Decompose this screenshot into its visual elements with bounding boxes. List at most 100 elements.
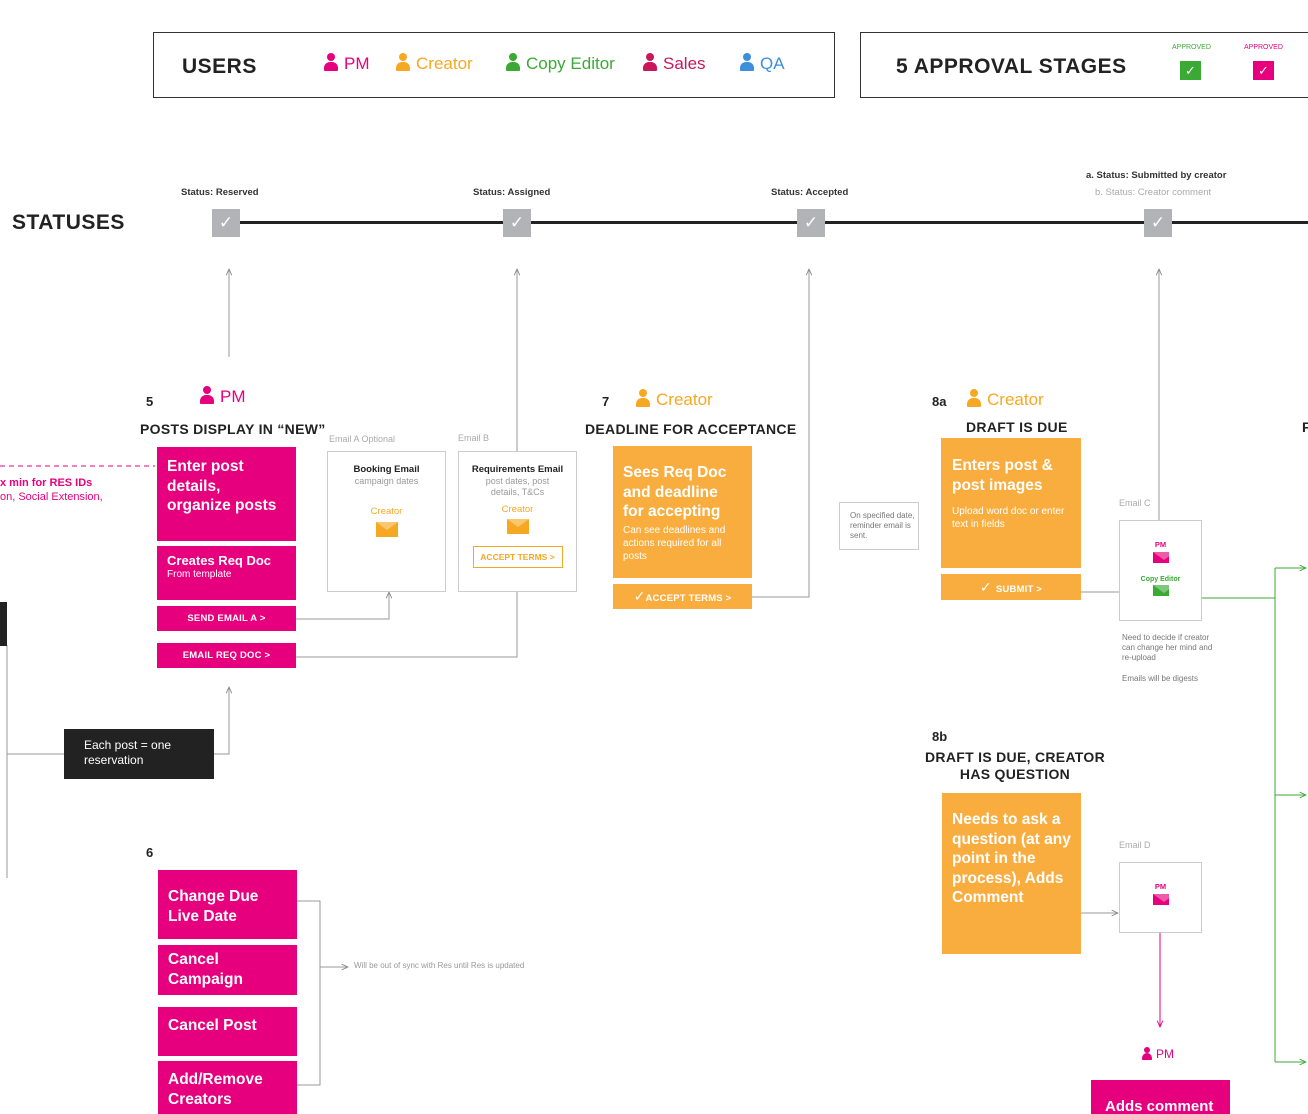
status-timeline	[226, 221, 1308, 224]
accept-terms-link-button[interactable]: ACCEPT TERMS >	[472, 546, 563, 568]
enters-post-title: Enters post & post images	[952, 457, 1053, 494]
envelope-icon	[1152, 552, 1175, 563]
users-panel: USERS PM Creator Copy Editor Sales QA	[153, 32, 835, 98]
role-pm: PM	[200, 386, 246, 407]
step-number: 7	[602, 394, 610, 409]
status-label-submitted: a. Status: Submitted by creator	[1086, 170, 1227, 181]
arrow-to-assigned	[296, 269, 517, 658]
cancel-campaign-box: Cancel Campaign	[158, 945, 297, 995]
accept-terms-button[interactable]: ✓ACCEPT TERMS >	[613, 584, 752, 609]
stage-caption: APPROVED	[1244, 44, 1283, 51]
envelope-icon	[375, 522, 398, 537]
cancel-post-box: Cancel Post	[158, 1007, 297, 1056]
person-icon	[506, 53, 520, 71]
sees-req-doc-sub: Can see deadlines and actions required f…	[623, 524, 726, 562]
section-title: POSTS DISPLAY IN “NEW”	[140, 421, 326, 437]
status-check-icon: ✓	[212, 209, 240, 237]
statuses-title: STATUSES	[12, 211, 125, 234]
needs-to-ask-box: Needs to ask a question (at any point in…	[942, 793, 1081, 954]
step6-note: Will be out of sync with Res until Res i…	[354, 961, 525, 970]
email-d-recipient-pm: PM	[1154, 882, 1167, 891]
email-c-recipient-pm: PM	[1154, 540, 1167, 549]
sees-req-doc-title: Sees Req Doc and deadline for accepting	[623, 464, 727, 520]
user-creator: Creator	[396, 53, 473, 74]
stage-approved-check-icon: ✓	[1180, 61, 1201, 80]
email-b-sub: post dates, post details, T&Cs	[485, 476, 550, 497]
envelope-icon	[506, 519, 529, 534]
stage-caption: APPROVED	[1172, 44, 1211, 51]
email-b-caption: Email B	[458, 433, 490, 443]
reservation-note: Each post = one reservation	[64, 729, 214, 779]
creates-req-doc-sub: From template	[167, 569, 232, 580]
user-pm: PM	[324, 53, 370, 74]
user-sales: Sales	[643, 53, 706, 74]
add-remove-creators-box: Add/Remove Creators	[158, 1061, 297, 1114]
person-icon	[1142, 1047, 1152, 1060]
stage-approved-check-icon: ✓	[1253, 61, 1274, 80]
reminder-note: On specified date, reminder email is sen…	[839, 502, 919, 550]
email-c-recipient-copy-editor: Copy Editor	[1140, 576, 1181, 583]
right-edge-letter: F	[1302, 419, 1308, 435]
user-qa: QA	[740, 53, 785, 74]
person-icon	[324, 53, 338, 71]
arrow-to-email-a	[296, 592, 389, 620]
step-number: 8b	[932, 729, 948, 744]
email-c-card: PM Copy Editor	[1119, 520, 1202, 621]
status-check-icon: ✓	[1144, 209, 1172, 237]
status-check-icon: ✓	[797, 209, 825, 237]
check-icon: ✓	[979, 579, 992, 595]
person-icon	[740, 53, 754, 71]
step6-bracket	[297, 900, 321, 1086]
send-email-a-button[interactable]: SEND EMAIL A >	[157, 606, 296, 631]
email-c-note-1: Need to decide if creator can change her…	[1122, 633, 1213, 662]
enters-post-box: Enters post & post images Upload word do…	[941, 438, 1081, 568]
status-label-reserved: Status: Reserved	[181, 187, 259, 198]
status-check-icon: ✓	[503, 209, 531, 237]
role-pm: PM	[1142, 1047, 1174, 1061]
creates-req-doc-title: Creates Req Doc	[167, 553, 272, 568]
section-title: DRAFT IS DUE	[966, 419, 1068, 435]
role-creator: Creator	[636, 389, 713, 410]
check-icon: ✓	[633, 588, 646, 604]
envelope-icon	[1152, 585, 1175, 596]
email-d-caption: Email D	[1119, 840, 1151, 850]
arrow-reservation-to-step5	[213, 687, 229, 755]
approval-stages-label: 5 APPROVAL STAGES	[896, 55, 1127, 78]
envelope-icon	[1152, 894, 1175, 905]
status-label-creator-comment: b. Status: Creator comment	[1095, 187, 1212, 198]
step-number: 8a	[932, 394, 947, 409]
person-icon	[636, 389, 650, 407]
status-label-accepted: Status: Accepted	[771, 187, 849, 198]
email-d-card: PM	[1119, 862, 1202, 933]
person-icon	[967, 389, 981, 407]
step-number: 6	[146, 845, 154, 860]
email-b-title: Requirements Email	[471, 464, 564, 475]
left-dark-box	[0, 602, 7, 646]
person-icon	[643, 53, 657, 71]
email-c-caption: Email C	[1119, 498, 1151, 508]
arrow-to-accepted	[751, 269, 809, 598]
person-icon	[200, 386, 214, 404]
email-a-caption: Email A Optional	[329, 434, 396, 444]
users-label: USERS	[182, 55, 257, 78]
section-title: DEADLINE FOR ACCEPTANCE	[585, 421, 797, 437]
email-a-sub: campaign dates	[354, 476, 419, 486]
creates-req-doc-box: Creates Req Doc From template	[157, 546, 296, 600]
sees-req-doc-box: Sees Req Doc and deadline for accepting …	[613, 446, 752, 578]
email-req-doc-button[interactable]: EMAIL REQ DOC >	[157, 643, 296, 668]
left-pink-text: x min for RES IDs	[0, 477, 93, 489]
status-label-assigned: Status: Assigned	[473, 187, 551, 198]
person-icon	[396, 53, 410, 71]
user-copy-editor: Copy Editor	[506, 53, 615, 74]
email-b-card: Requirements Email post dates, post deta…	[458, 451, 577, 592]
change-due-live-date-box: Change Due Live Date	[158, 870, 297, 939]
email-b-recipient: Creator	[501, 504, 534, 515]
approval-stages-panel: 5 APPROVAL STAGES APPROVED ✓ APPROVED ✓	[860, 32, 1308, 98]
section-title: DRAFT IS DUE, CREATOR HAS QUESTION	[925, 749, 1106, 782]
enter-post-details-box: Enter post details, organize posts	[157, 447, 296, 541]
email-c-note-2: Emails will be digests	[1122, 674, 1199, 683]
enters-post-sub: Upload word doc or enter text in fields	[952, 506, 1065, 530]
adds-comment-box: Adds comment	[1091, 1080, 1230, 1114]
step-number: 5	[146, 394, 154, 409]
submit-button[interactable]: ✓SUBMIT >	[941, 574, 1081, 600]
